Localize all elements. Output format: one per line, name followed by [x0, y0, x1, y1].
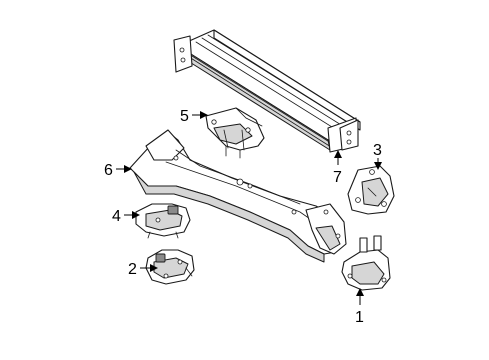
part-6-crossmember[interactable]: [129, 129, 347, 263]
leader-1: [356, 288, 364, 305]
callout-3: 3: [373, 142, 382, 159]
leader-2: [140, 264, 158, 272]
callout-5: 5: [180, 108, 189, 125]
part-1-transmission-mount[interactable]: [341, 235, 391, 291]
part-4-engine-mount[interactable]: [135, 203, 191, 239]
part-2-engine-mount[interactable]: [145, 249, 195, 285]
leader-4: [124, 211, 140, 219]
leader-3: [374, 158, 382, 170]
part-5-bracket[interactable]: [205, 107, 265, 159]
callout-4: 4: [112, 208, 121, 225]
leader-5: [192, 111, 208, 119]
part-3-mount-bracket[interactable]: [347, 165, 395, 215]
callout-1: 1: [355, 309, 364, 326]
leader-7: [334, 150, 342, 165]
leader-6: [116, 165, 132, 173]
callout-7: 7: [333, 169, 342, 186]
callout-6: 6: [104, 162, 113, 179]
callout-2: 2: [128, 261, 137, 278]
part-7-skid-beam[interactable]: [173, 29, 361, 153]
